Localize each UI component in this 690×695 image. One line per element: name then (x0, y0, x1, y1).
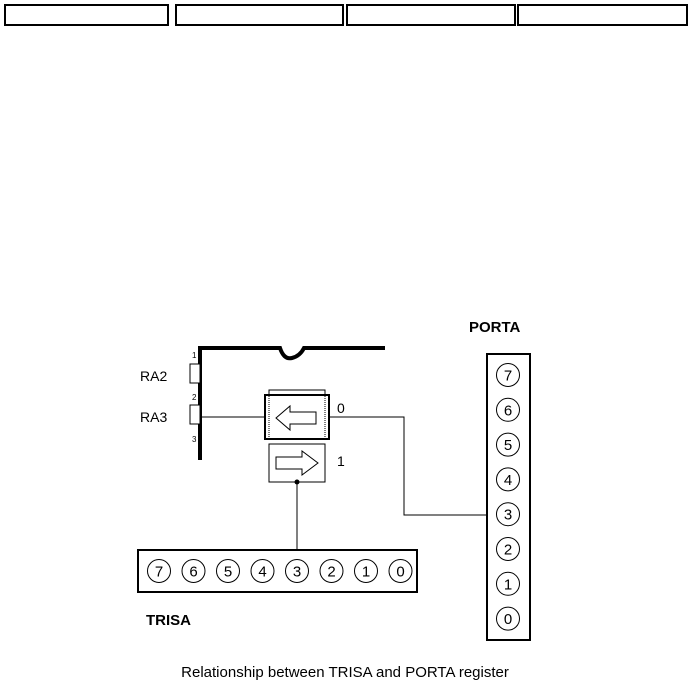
porta-bit-5-circle (496, 432, 520, 457)
nav-button-2[interactable] (175, 4, 344, 26)
porta-bit-2: 2 (496, 537, 520, 561)
trisa-bit-3: 3 (285, 559, 309, 583)
trisa-bit-3-label: 3 (293, 564, 301, 581)
pin-label-ra2: RA2 (140, 368, 167, 384)
porta-bit-1-circle (496, 571, 520, 596)
right-arrow-icon (275, 450, 319, 476)
porta-bit-0: 0 (496, 606, 520, 631)
trisa-title: TRISA (146, 612, 191, 629)
porta-bit-4-label: 4 (504, 472, 512, 489)
trisa-bit-7: 7 (147, 559, 171, 583)
trisa-bit-5-circle (216, 559, 240, 583)
porta-bit-3-label: 3 (504, 507, 512, 524)
porta-bit-6-circle (496, 397, 520, 422)
porta-bit-4: 4 (496, 467, 520, 492)
porta-bit-6-label: 6 (504, 402, 512, 419)
trisa-bit-2: 2 (319, 559, 344, 583)
pin-ra3 (189, 404, 201, 425)
nav-button-3[interactable] (346, 4, 516, 26)
trisa-bit-7-circle (147, 559, 171, 583)
nav-button-1[interactable] (4, 4, 169, 26)
porta-bit-1: 1 (496, 571, 520, 596)
trisa-bit-7-label: 7 (155, 564, 163, 581)
pin-number-1: 1 (192, 351, 197, 360)
trisa-bit-0-circle (388, 559, 413, 583)
pin-label-ra3: RA3 (140, 409, 167, 425)
porta-bit-1-label: 1 (504, 576, 512, 593)
trisa-bit-3-circle (285, 559, 309, 583)
pin-ra2 (189, 363, 201, 384)
diagram-caption: Relationship between TRISA and PORTA reg… (181, 664, 509, 681)
porta-bit-7-label: 7 (504, 368, 512, 385)
trisa-bit-2-label: 2 (327, 564, 335, 581)
porta-bit-0-circle (496, 606, 520, 631)
porta-bit-6: 6 (496, 397, 520, 422)
trisa-bit-0-label: 0 (396, 564, 404, 581)
porta-bit-4-circle (496, 467, 520, 492)
buffer-label-1: 1 (337, 453, 345, 469)
porta-bit-7: 7 (496, 363, 520, 387)
porta-bit-5-label: 5 (504, 437, 512, 454)
trisa-bit-5-label: 5 (224, 564, 232, 581)
pin-number-3: 3 (192, 435, 197, 444)
porta-bit-2-circle (496, 537, 520, 561)
trisa-bit-4-circle (250, 559, 275, 583)
porta-bit-7-circle (496, 363, 520, 387)
buffer-label-0: 0 (337, 400, 345, 416)
wire-buffer-to-porta-bit3 (329, 416, 496, 516)
pin-number-2: 2 (192, 393, 197, 402)
trisa-bit-5: 5 (216, 559, 240, 583)
trisa-bit-0: 0 (388, 559, 413, 583)
porta-bit-3: 3 (496, 502, 520, 527)
porta-bit-5: 5 (496, 432, 520, 457)
trisa-bit-4-label: 4 (258, 564, 266, 581)
porta-bit-3-circle (496, 502, 520, 527)
trisa-bit-1: 1 (354, 559, 378, 583)
navigation-bar (0, 4, 690, 26)
chip-outline (198, 346, 385, 460)
porta-bits: 7 6 5 4 3 2 1 0 (496, 363, 520, 631)
trisa-bit-6: 6 (181, 559, 206, 583)
nav-button-4[interactable] (517, 4, 688, 26)
trisa-bit-6-circle (181, 559, 206, 583)
trisa-bit-4: 4 (250, 559, 275, 583)
porta-bit-0-label: 0 (504, 611, 512, 628)
trisa-bit-2-circle (319, 559, 344, 583)
trisa-bits: 7 6 5 4 3 2 1 0 (147, 559, 413, 583)
porta-bit-2-label: 2 (504, 542, 512, 559)
trisa-bit-6-label: 6 (189, 564, 197, 581)
trisa-bit-1-circle (354, 559, 378, 583)
trisa-bit-1-label: 1 (362, 564, 370, 581)
left-arrow-icon (275, 404, 317, 432)
junction-dot (294, 479, 300, 485)
porta-title: PORTA (469, 319, 521, 336)
porta-register (486, 353, 531, 641)
